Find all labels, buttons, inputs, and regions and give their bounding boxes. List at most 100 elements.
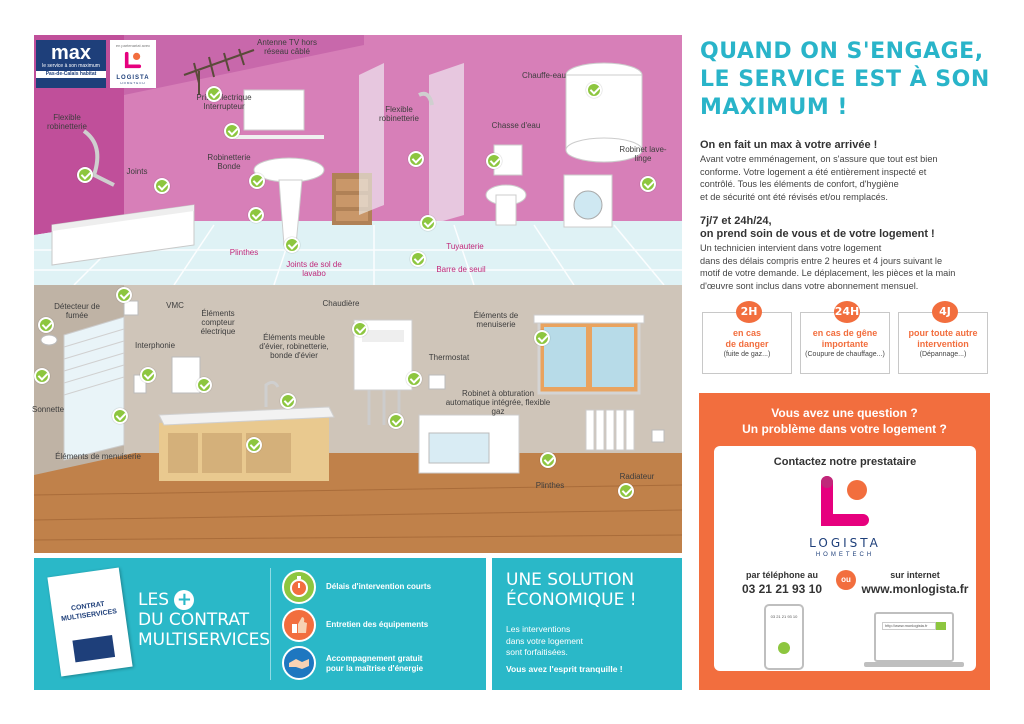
plus-icon: + (174, 590, 195, 610)
check-icon (352, 321, 368, 337)
max-logo-org: Pas-de-Calais habitat (36, 71, 106, 78)
les-plus-title: LES + DU CONTRAT MULTISERVICES (138, 590, 270, 651)
logista-logo-sub: HOMETECH (120, 81, 146, 85)
label-compteur-electrique: Éléments compteur électrique (200, 309, 236, 336)
website-link[interactable]: www.monlogista.fr (861, 582, 969, 596)
label-flexible-douche: Flexible robinetterie (378, 105, 420, 123)
check-icon (206, 86, 222, 102)
check-icon (410, 251, 426, 267)
contact-card: Contactez notre prestataire LOGISTA HOME… (714, 446, 976, 671)
label-tuyauterie: Tuyauterie (446, 242, 484, 251)
phone-number-link[interactable]: 03 21 21 93 10 (741, 582, 823, 596)
logista-mark-icon (124, 51, 142, 69)
logista-brand-sub: HOMETECH (815, 552, 875, 558)
delay-line1: en cas de gêne (812, 328, 878, 338)
label-chauffe-eau: Chauffe-eau (522, 71, 566, 80)
economic-title: UNE SOLUTION ÉCONOMIQUE ! (506, 570, 676, 610)
delay-card-gene: 24H en cas de gêne importante (Coupure d… (800, 301, 890, 374)
check-icon (408, 151, 424, 167)
smartphone-screen-number: 03 21 21 93 10 (770, 614, 798, 619)
label-interphonie: Interphonie (134, 341, 176, 350)
label-barre-seuil: Barre de seuil (436, 265, 486, 274)
check-icon (534, 330, 550, 346)
feature-text: Entretien des équipements (326, 620, 429, 629)
check-icon (112, 408, 128, 424)
delay-line2: importante (821, 339, 869, 349)
main-title-line: MAXIMUM ! (700, 95, 848, 120)
laptop-address-bar: http://www.monlogista.fr (882, 622, 936, 630)
economic-title-line2: ÉCONOMIQUE ! (506, 590, 637, 610)
feature-text-line1: Accompagnement gratuit (326, 654, 423, 663)
delay-note: (fuite de gaz...) (723, 351, 771, 358)
label-antenne: Antenne TV hors réseau câblé (257, 38, 317, 56)
multiservices-band: CONTRAT MULTISERVICES LES + DU CONTRAT M… (34, 558, 486, 690)
delay-line2: intervention (917, 339, 969, 349)
delay-note: (Coupure de chauffage...) (805, 351, 885, 358)
section1-line: conforme. Votre logement a été entièreme… (700, 166, 927, 177)
feature-text: Délais d'intervention courts (326, 582, 432, 591)
check-icon (586, 82, 602, 98)
call-icon (778, 642, 790, 654)
delay-line1: en cas (732, 328, 762, 338)
label-radiateur: Radiateur (619, 472, 655, 481)
check-icon (540, 452, 556, 468)
du-contrat-text: DU CONTRAT (138, 610, 250, 630)
check-icon (38, 317, 54, 333)
delay-badge: 4J (932, 301, 958, 323)
section2-line: dans des délais compris entre 2 heures e… (700, 255, 943, 266)
label-menuiserie-left: Éléments de menuiserie (55, 452, 141, 461)
stopwatch-icon (282, 570, 316, 604)
or-badge: ou (836, 570, 856, 590)
section2-title-line1: 7j/7 et 24h/24, (700, 215, 772, 227)
check-icon (116, 287, 132, 303)
search-go-icon (936, 622, 946, 630)
check-icon (618, 483, 634, 499)
section1-body: Avant votre emménagement, on s'assure qu… (700, 153, 992, 203)
partner-note: en partenariat avec (115, 43, 151, 48)
main-title: QUAND ON S'ENGAGE, LE SERVICE EST À SON … (700, 38, 990, 122)
handshake-icon (282, 646, 316, 680)
check-icon (249, 173, 265, 189)
label-menuiserie-right: Éléments de menuiserie (473, 311, 519, 329)
label-flexible-robinetterie: Flexible robinetterie (46, 113, 88, 131)
section1-title: On en fait un max à votre arrivée ! (700, 139, 878, 151)
illustration-scene (33, 35, 683, 553)
max-logo-wordmark: max (50, 42, 92, 64)
contact-question-line1: Vous avez une question ? (771, 406, 918, 420)
section2-line: Un technicien intervient dans votre loge… (700, 243, 882, 253)
label-chasse-eau: Chasse d'eau (491, 121, 541, 130)
label-plinthes-kitchen: Plinthes (535, 481, 565, 490)
economic-body-line: dans votre logement (506, 635, 584, 646)
band-divider (270, 568, 271, 680)
smartphone-illustration: 03 21 21 93 10 (764, 604, 804, 670)
max-logo-tagline: le service à son maximum (42, 63, 100, 69)
check-icon (77, 167, 93, 183)
max-logo: max le service à son maximum Pas-de-Cala… (36, 40, 106, 88)
main-title-line: LE SERVICE EST À SON (700, 67, 990, 92)
label-robinet-obturation: Robinet à obturation automatique intégré… (445, 389, 551, 416)
delay-badge: 2H (736, 301, 762, 323)
check-icon (486, 153, 502, 169)
contact-question-line2: Un problème dans votre logement ? (742, 422, 947, 436)
label-sonnette: Sonnette (31, 405, 65, 414)
main-title-line: QUAND ON S'ENGAGE, (700, 39, 984, 64)
label-joints: Joints (126, 167, 148, 176)
label-prise-electrique: Prise électrique Interrupteur (196, 93, 252, 111)
section2-line: motif de votre demande. Le déplacement, … (700, 268, 956, 279)
economic-title-line1: UNE SOLUTION (506, 570, 635, 590)
logista-brand-name: LOGISTA (809, 536, 881, 550)
delay-line1: pour toute autre (908, 328, 978, 338)
contract-card-title: CONTRAT MULTISERVICES (60, 600, 118, 623)
label-joints-sol: Joints de sol de lavabo (286, 260, 342, 278)
check-icon (248, 207, 264, 223)
check-icon (140, 367, 156, 383)
label-meuble-evier: Éléments meuble d'évier, robinetterie, b… (259, 333, 329, 360)
contract-logo (72, 635, 116, 663)
label-detecteur-fumee: Détecteur de fumée (54, 302, 100, 320)
section2-body: Un technicien intervient dans votre loge… (700, 242, 992, 292)
check-icon (406, 371, 422, 387)
check-icon (154, 178, 170, 194)
label-thermostat: Thermostat (428, 353, 470, 362)
delay-line2: de danger (725, 339, 769, 349)
laptop-base (864, 662, 964, 667)
